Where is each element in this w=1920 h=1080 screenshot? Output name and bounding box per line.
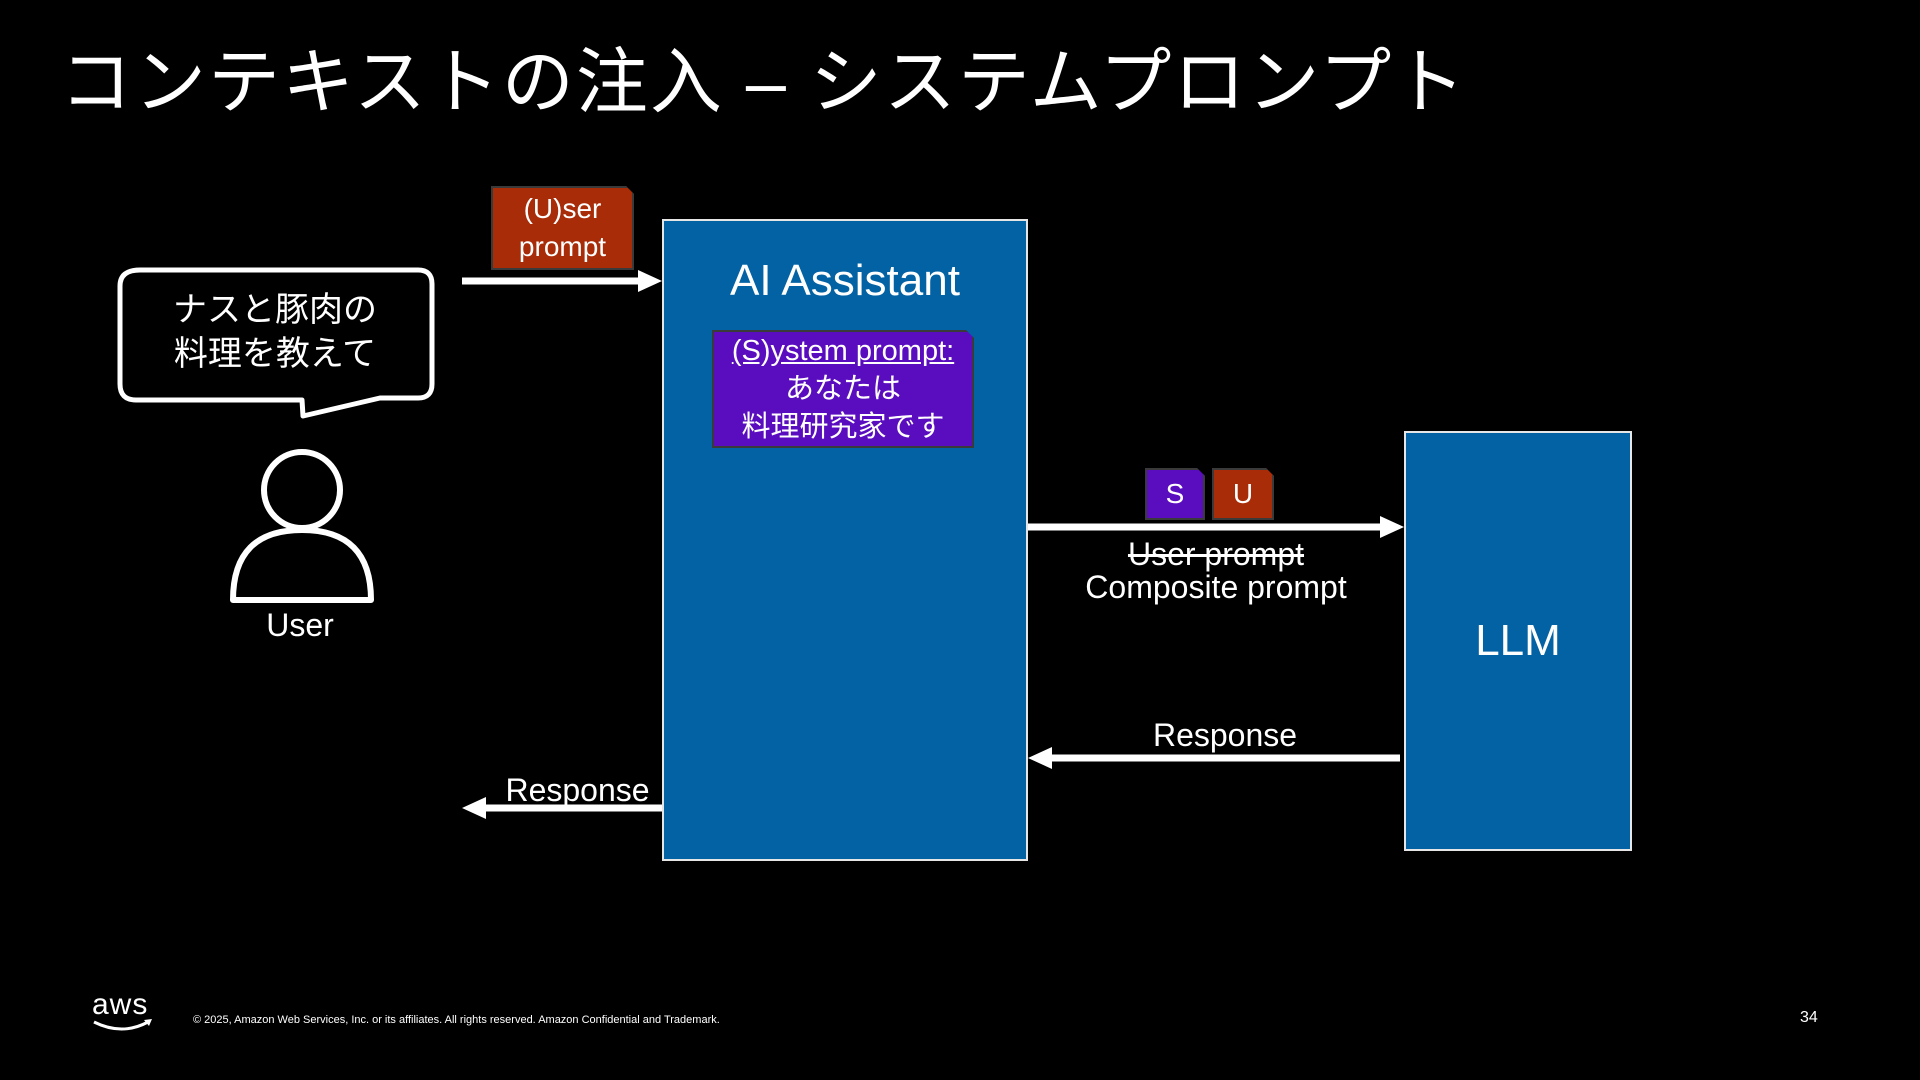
arrow-assistant-to-llm (1028, 516, 1404, 538)
system-prompt-tag: (S)ystem prompt: あなたは 料理研究家です (712, 330, 974, 448)
user-prompt-tag-line-1: (U)ser (523, 193, 602, 224)
speech-bubble-text: ナスと豚肉の 料理を教えて (125, 288, 425, 376)
bubble-line-1: ナスと豚肉の (173, 291, 377, 329)
ai-assistant-title: AI Assistant (730, 256, 960, 305)
struck-user-prompt-label: User prompt (1127, 536, 1305, 572)
response-to-user-label: Response (505, 772, 650, 808)
user-prompt-chip: U (1212, 468, 1274, 520)
llm-box (1404, 431, 1632, 851)
slide-title: コンテキストの注入 – システムプロンプト (60, 43, 1468, 123)
copyright-notice: © 2025, Amazon Web Services, Inc. or its… (193, 1014, 720, 1026)
composite-prompt-label: Composite prompt (1085, 569, 1347, 605)
speech-bubble (117, 267, 435, 419)
response-from-llm-label: Response (1152, 717, 1298, 753)
page-number: 34 (1800, 1009, 1818, 1026)
arrow-llm-to-assistant (1028, 747, 1400, 769)
aws-logo: aws (92, 988, 149, 1021)
aws-smile-icon (93, 1019, 152, 1031)
ai-assistant-box (662, 219, 1028, 861)
person-outline-icon (230, 449, 374, 603)
system-prompt-line-1: あなたは (784, 373, 901, 405)
user-prompt-tag: (U)ser prompt (491, 186, 634, 270)
llm-label: LLM (1475, 616, 1561, 665)
system-prompt-line-2: 料理研究家です (741, 411, 945, 443)
user-prompt-tag-line-2: prompt (518, 231, 607, 262)
system-prompt-heading: (S)ystem prompt: (731, 335, 955, 367)
arrow-user-to-assistant (462, 270, 662, 292)
system-prompt-chip: S (1145, 468, 1205, 520)
arrow-assistant-to-user (462, 797, 662, 819)
bubble-line-2: 料理を教えて (173, 335, 377, 373)
user-label: User (266, 607, 334, 643)
